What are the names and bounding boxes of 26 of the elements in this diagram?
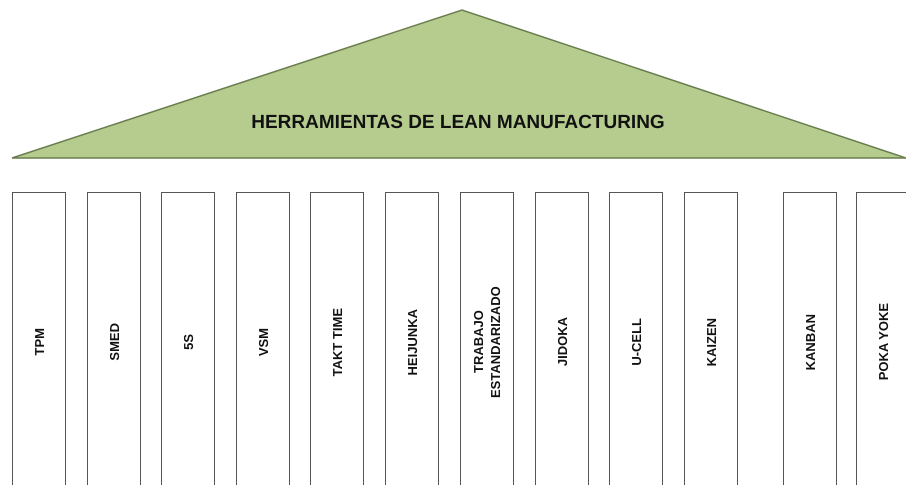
pillar bbox=[236, 192, 290, 485]
pillar bbox=[87, 192, 141, 485]
pillar bbox=[783, 192, 837, 485]
pillar-label: TPM bbox=[30, 328, 48, 356]
pillar-label: KANBAN bbox=[802, 314, 818, 370]
pillar-label: KAIZEN bbox=[702, 318, 720, 366]
pillar bbox=[856, 192, 906, 485]
pillar-label: POKA YOKE bbox=[874, 303, 892, 381]
roof-title: HERRAMIENTAS DE LEAN MANUFACTURING bbox=[250, 112, 666, 134]
pillar bbox=[310, 192, 364, 485]
pillar bbox=[385, 192, 439, 485]
pillar bbox=[12, 192, 66, 485]
pillar bbox=[460, 192, 514, 485]
pillar bbox=[609, 192, 663, 485]
pillar-label: TRABAJO ESTANDARIZADO bbox=[470, 285, 504, 400]
pillar-label: 5S bbox=[180, 334, 196, 350]
pillar-label: TAKT TIME bbox=[328, 308, 346, 376]
pillar-label: HEIJUNKA bbox=[404, 308, 420, 376]
roof-triangle bbox=[10, 8, 906, 160]
pillar bbox=[535, 192, 589, 485]
pillar-label: SMED bbox=[106, 323, 122, 361]
pillar-label: JIDOKA bbox=[554, 317, 570, 367]
pillar bbox=[161, 192, 215, 485]
pillar bbox=[684, 192, 738, 485]
pillar-label: U-CELL bbox=[628, 318, 644, 366]
pillar-label: VSM bbox=[254, 328, 272, 356]
